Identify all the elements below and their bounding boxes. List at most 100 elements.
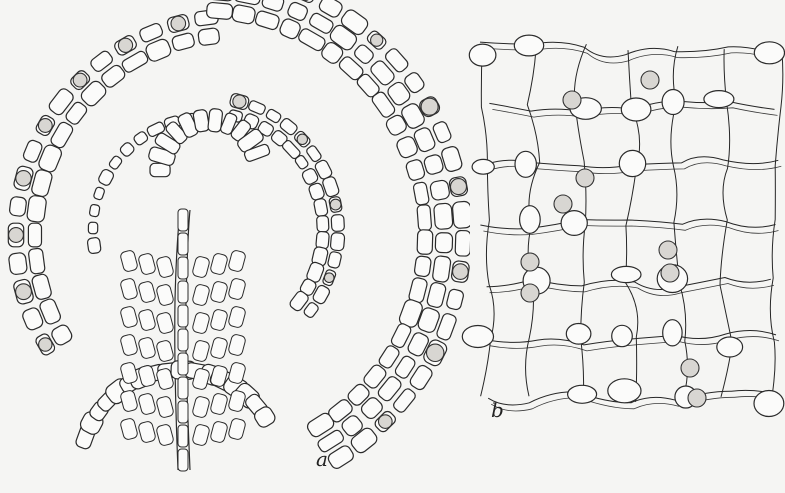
cell xyxy=(401,103,425,129)
cell xyxy=(434,232,454,254)
cell xyxy=(228,362,246,384)
cell xyxy=(138,337,156,359)
cell xyxy=(154,132,181,155)
cell xyxy=(413,127,436,153)
cell xyxy=(354,44,374,64)
cell xyxy=(156,424,174,446)
cell xyxy=(38,144,63,173)
nucleus xyxy=(640,70,660,90)
cell xyxy=(560,210,588,237)
cell xyxy=(48,88,74,116)
cell xyxy=(177,328,189,352)
cell xyxy=(138,309,156,331)
cell xyxy=(396,136,418,159)
cell xyxy=(441,146,463,172)
cell xyxy=(279,18,301,40)
cell xyxy=(177,400,189,424)
cell xyxy=(120,334,138,356)
cell xyxy=(312,284,331,305)
cell xyxy=(138,393,156,415)
cell xyxy=(360,397,383,420)
cell xyxy=(50,121,74,149)
nucleus xyxy=(449,178,468,196)
cell xyxy=(9,196,27,217)
cell xyxy=(317,429,345,453)
wall-line xyxy=(769,49,784,395)
cell xyxy=(303,302,319,318)
nucleus xyxy=(15,170,32,187)
cell xyxy=(390,323,412,349)
cell xyxy=(703,89,735,109)
nucleus xyxy=(72,72,88,88)
cell xyxy=(321,42,344,64)
cell xyxy=(210,421,228,443)
cell xyxy=(618,149,647,178)
cell xyxy=(257,120,274,137)
nucleus xyxy=(323,272,335,284)
cell xyxy=(156,312,174,334)
cell xyxy=(454,229,470,257)
cell xyxy=(451,200,470,229)
cell xyxy=(220,112,238,135)
cell xyxy=(177,352,189,376)
cell xyxy=(87,221,99,235)
cell xyxy=(210,365,228,387)
cell xyxy=(429,179,450,201)
cell xyxy=(22,139,43,163)
cell xyxy=(231,4,256,25)
cell xyxy=(279,117,298,136)
panel-b-label: b xyxy=(491,398,504,422)
cell xyxy=(261,0,285,12)
cell xyxy=(101,64,126,88)
cell xyxy=(471,158,495,175)
cell xyxy=(446,288,464,311)
cell xyxy=(329,24,358,51)
cell xyxy=(192,256,210,278)
cell xyxy=(210,253,228,275)
cell xyxy=(243,143,271,162)
cell xyxy=(156,340,174,362)
cell xyxy=(417,307,440,333)
cell xyxy=(156,284,174,306)
cell xyxy=(338,56,364,81)
nucleus xyxy=(452,263,469,280)
cell xyxy=(138,281,156,303)
cell xyxy=(565,322,592,345)
nucleus xyxy=(687,388,707,408)
cell xyxy=(237,128,264,153)
cell xyxy=(514,150,537,178)
cell xyxy=(133,131,149,146)
cell xyxy=(340,9,369,36)
cell xyxy=(138,253,156,275)
cell xyxy=(120,306,138,328)
cell xyxy=(513,34,545,57)
cell xyxy=(394,355,416,379)
nucleus xyxy=(658,240,678,260)
cell xyxy=(306,145,322,163)
cell xyxy=(322,176,340,198)
nucleus xyxy=(296,133,309,146)
cell xyxy=(86,237,102,255)
cell xyxy=(80,80,107,107)
cell xyxy=(177,304,189,328)
cell xyxy=(90,50,113,72)
nucleus xyxy=(38,337,53,352)
cell xyxy=(412,181,430,206)
nucleus xyxy=(520,252,540,272)
cell xyxy=(120,278,138,300)
cell xyxy=(228,390,246,412)
cell xyxy=(233,0,262,6)
cell xyxy=(177,256,189,280)
cell xyxy=(120,362,138,384)
cell xyxy=(177,208,189,232)
cell xyxy=(248,100,266,115)
cell xyxy=(413,255,432,278)
cell xyxy=(423,154,444,175)
cell xyxy=(407,332,429,357)
cell xyxy=(207,0,235,2)
cell xyxy=(88,203,101,218)
cell xyxy=(192,284,210,306)
cell xyxy=(385,48,409,73)
cell xyxy=(171,32,195,51)
cell xyxy=(197,27,220,46)
